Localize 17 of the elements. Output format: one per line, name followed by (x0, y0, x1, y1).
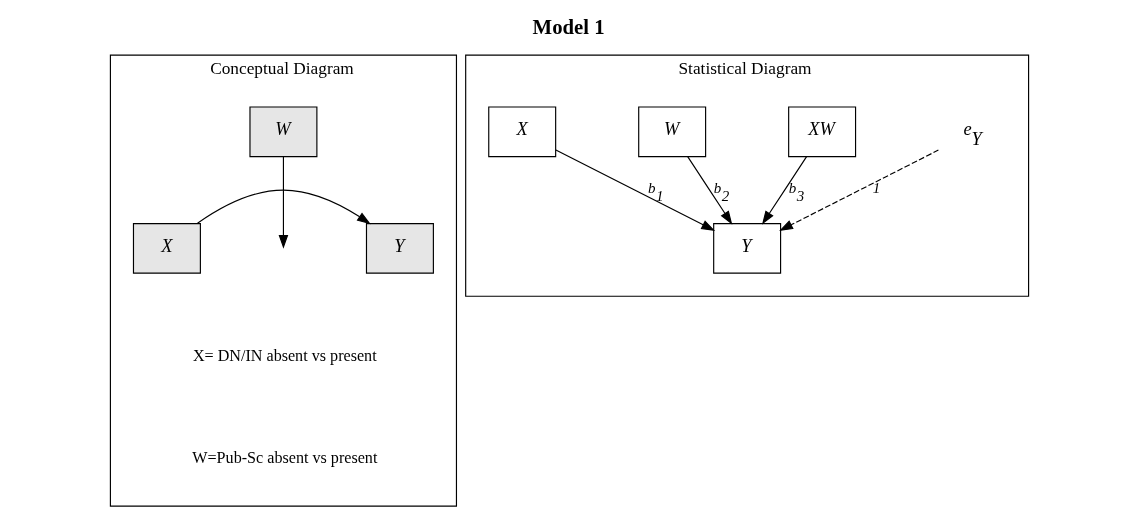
arrow (687, 155, 733, 225)
node-box: XW (788, 105, 857, 157)
label: X= DN/IN absent vs present (192, 346, 377, 364)
arrow (196, 189, 371, 224)
edge-label: 1 (872, 179, 881, 196)
arrow (779, 149, 939, 231)
node-box: Y (713, 222, 782, 274)
node-box: X (132, 222, 201, 274)
node-box: Y (365, 222, 434, 274)
label: W=Pub-Sc absent vs present (192, 448, 378, 466)
node-box: X (488, 105, 557, 157)
arrow (555, 149, 716, 231)
node-box: W (638, 105, 707, 157)
arrow (761, 155, 808, 225)
node-box: W (249, 105, 318, 157)
diagram-title: Model 1 (532, 15, 605, 38)
arrow (278, 155, 289, 249)
